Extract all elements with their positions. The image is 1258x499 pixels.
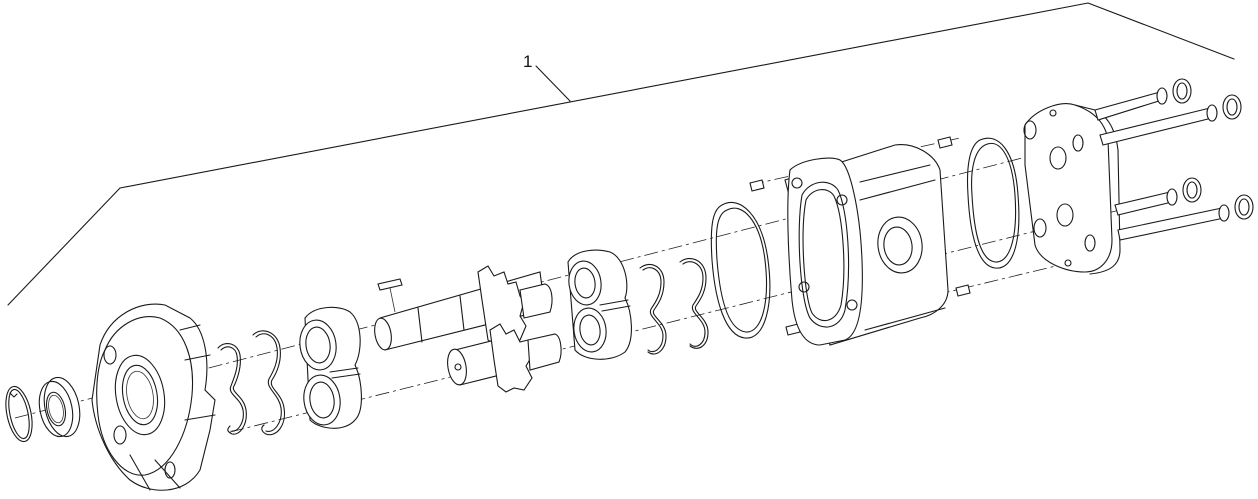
pump-body [784, 144, 949, 346]
shaft-key [377, 278, 403, 313]
o-ring-front [710, 202, 771, 339]
callout-leader-1 [535, 65, 571, 102]
rear-cover [1023, 103, 1121, 275]
driven-gear [447, 323, 562, 393]
callout-label-1: 1 [523, 52, 533, 71]
front-flange-cover [91, 303, 216, 491]
o-ring-rear [966, 137, 1020, 269]
rear-bearing-block [567, 249, 632, 360]
dowel-pins [749, 136, 971, 336]
seal-wire-ring-1 [217, 342, 247, 435]
drive-gear-shaft [374, 265, 553, 351]
seal-wire-ring-2 [252, 330, 286, 436]
retaining-ring [5, 385, 33, 443]
front-bearing-block [299, 306, 362, 429]
seal-wire-ring-4 [679, 258, 709, 349]
assembly-bracket [7, 2, 1235, 306]
seal-wire-ring-3 [639, 264, 667, 355]
shaft-seal [38, 376, 81, 438]
lower-axis [229, 199, 1161, 433]
through-bolts [1094, 78, 1254, 241]
